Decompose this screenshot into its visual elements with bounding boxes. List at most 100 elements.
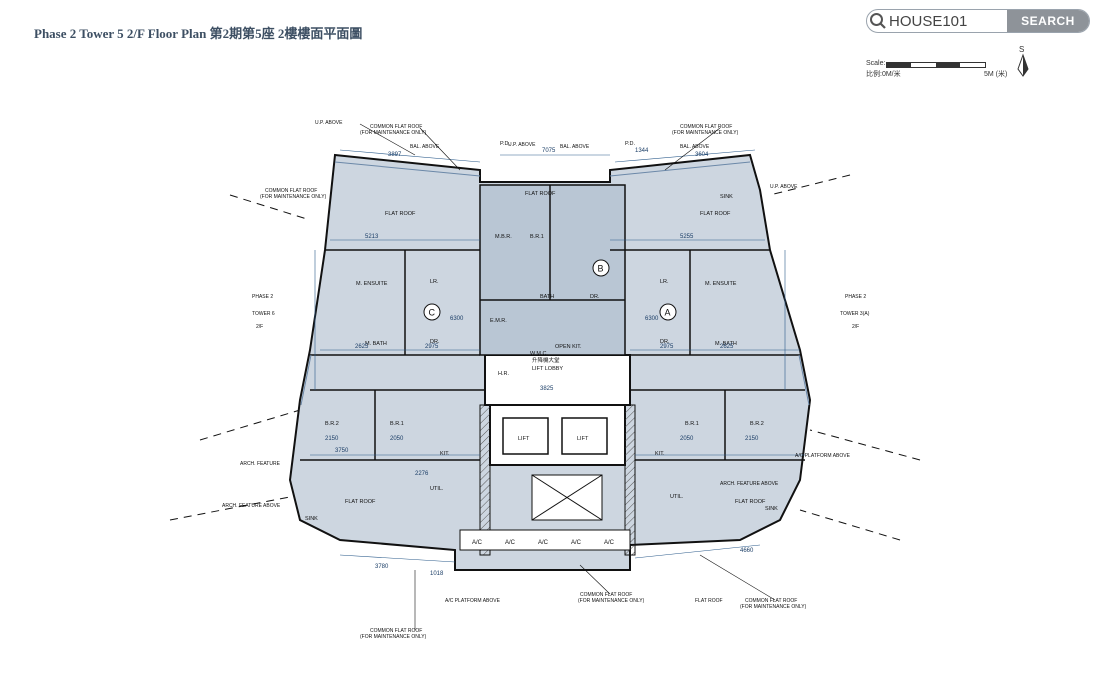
room-label: LR. bbox=[660, 279, 669, 285]
room-label: FLAT ROOF bbox=[700, 211, 731, 217]
svg-text:2/F: 2/F bbox=[256, 324, 263, 330]
svg-text:(FOR MAINTENANCE ONLY): (FOR MAINTENANCE ONLY) bbox=[360, 634, 427, 640]
svg-text:2625: 2625 bbox=[355, 344, 369, 350]
svg-text:2625: 2625 bbox=[720, 344, 734, 350]
svg-text:PHASE 2: PHASE 2 bbox=[252, 294, 273, 300]
svg-text:(FOR MAINTENANCE ONLY): (FOR MAINTENANCE ONLY) bbox=[578, 598, 645, 604]
lift-2 bbox=[561, 417, 608, 455]
search-button[interactable]: SEARCH bbox=[1007, 10, 1089, 32]
room-label: B.R.2 bbox=[750, 421, 764, 427]
svg-text:COMMON FLAT ROOF: COMMON FLAT ROOF bbox=[580, 592, 632, 598]
svg-text:COMMON FLAT ROOF: COMMON FLAT ROOF bbox=[370, 124, 422, 130]
svg-text:3897: 3897 bbox=[388, 152, 402, 158]
svg-text:COMMON FLAT ROOF: COMMON FLAT ROOF bbox=[265, 188, 317, 194]
room-label: BATH bbox=[540, 294, 554, 300]
room-label: SINK bbox=[720, 194, 733, 200]
svg-text:3750: 3750 bbox=[335, 448, 349, 454]
svg-text:A/C PLATFORM ABOVE: A/C PLATFORM ABOVE bbox=[795, 453, 851, 459]
svg-text:COMMON FLAT ROOF: COMMON FLAT ROOF bbox=[745, 598, 797, 604]
room-label: M. ENSUITE bbox=[705, 281, 737, 287]
room-label: B.R.2 bbox=[325, 421, 339, 427]
svg-text:A/C: A/C bbox=[604, 540, 615, 546]
unit-marker-a: A bbox=[659, 303, 677, 321]
svg-text:A/C: A/C bbox=[472, 540, 483, 546]
svg-text:BAL. ABOVE: BAL. ABOVE bbox=[560, 144, 590, 150]
north-arrow-icon: S bbox=[1014, 44, 1032, 78]
svg-text:(FOR MAINTENANCE ONLY): (FOR MAINTENANCE ONLY) bbox=[672, 130, 739, 136]
room-label: W.M.C. bbox=[530, 351, 548, 357]
room-label: SINK bbox=[765, 506, 778, 512]
svg-text:A/C PLATFORM ABOVE: A/C PLATFORM ABOVE bbox=[445, 598, 501, 604]
scale-end-label: 5M (米) bbox=[984, 71, 1008, 78]
room-label: LR. bbox=[430, 279, 439, 285]
svg-text:3780: 3780 bbox=[375, 564, 389, 570]
svg-text:3604: 3604 bbox=[695, 152, 709, 158]
svg-text:A/C: A/C bbox=[505, 540, 516, 546]
floor-plan: A/C A/C A/C A/C A/C bbox=[169, 120, 921, 640]
room-label: OPEN KIT. bbox=[555, 344, 582, 350]
scale-bar: Scale: 比例:0M/米 5M (米) bbox=[866, 60, 1007, 78]
svg-text:A/C: A/C bbox=[571, 540, 582, 546]
room-label: LIFT bbox=[577, 436, 589, 442]
unit-marker-c: C bbox=[423, 303, 441, 321]
svg-text:6300: 6300 bbox=[645, 316, 659, 322]
room-label: B.R.1 bbox=[685, 421, 699, 427]
room-label: KIT. bbox=[440, 451, 450, 457]
svg-text:A/C: A/C bbox=[538, 540, 549, 546]
svg-text:ARCH. FEATURE ABOVE: ARCH. FEATURE ABOVE bbox=[720, 481, 779, 487]
svg-text:ARCH. FEATURE: ARCH. FEATURE bbox=[240, 461, 281, 467]
svg-text:2050: 2050 bbox=[390, 436, 404, 442]
search-icon[interactable] bbox=[867, 10, 889, 32]
page-title: Phase 2 Tower 5 2/F Floor Plan 第2期第5座 2樓… bbox=[34, 26, 363, 41]
room-label: KIT. bbox=[655, 451, 665, 457]
svg-text:2150: 2150 bbox=[745, 436, 759, 442]
room-label: FLAT ROOF bbox=[345, 499, 376, 505]
svg-text:ARCH. FEATURE ABOVE: ARCH. FEATURE ABOVE bbox=[222, 503, 281, 509]
svg-text:U.P. ABOVE: U.P. ABOVE bbox=[770, 184, 798, 190]
svg-text:PHASE 2: PHASE 2 bbox=[845, 294, 866, 300]
room-label: 升降機大堂 bbox=[532, 356, 560, 364]
svg-text:C: C bbox=[429, 308, 436, 318]
svg-text:2150: 2150 bbox=[325, 436, 339, 442]
svg-text:2975: 2975 bbox=[660, 344, 674, 350]
room-label: UTIL. bbox=[430, 486, 444, 492]
scale-label: Scale: bbox=[866, 60, 886, 67]
svg-text:2975: 2975 bbox=[425, 344, 439, 350]
room-label: P.D. bbox=[500, 141, 510, 147]
room-label: E.M.R. bbox=[490, 318, 507, 324]
svg-text:A: A bbox=[665, 308, 671, 318]
svg-text:5213: 5213 bbox=[365, 234, 379, 240]
svg-text:7075: 7075 bbox=[542, 148, 556, 154]
svg-text:(FOR MAINTENANCE ONLY): (FOR MAINTENANCE ONLY) bbox=[260, 194, 327, 200]
scale-graphic bbox=[886, 62, 986, 68]
core-lobby bbox=[484, 354, 631, 406]
svg-text:(FOR MAINTENANCE ONLY): (FOR MAINTENANCE ONLY) bbox=[740, 604, 807, 610]
svg-text:BAL. ABOVE: BAL. ABOVE bbox=[410, 144, 440, 150]
svg-text:4660: 4660 bbox=[740, 548, 754, 554]
room-label: H.R. bbox=[498, 371, 509, 377]
svg-text:U.P. ABOVE: U.P. ABOVE bbox=[508, 142, 536, 148]
room-label: FLAT ROOF bbox=[385, 211, 416, 217]
compass-label: S bbox=[1019, 45, 1024, 54]
room-label: LIFT bbox=[518, 436, 530, 442]
svg-text:COMMON FLAT ROOF: COMMON FLAT ROOF bbox=[370, 628, 422, 634]
room-label: DR. bbox=[660, 339, 670, 345]
svg-text:2050: 2050 bbox=[680, 436, 694, 442]
svg-text:U.P. ABOVE: U.P. ABOVE bbox=[315, 120, 343, 126]
lift-1 bbox=[502, 417, 549, 455]
room-label: SINK bbox=[305, 516, 318, 522]
room-label: B.R.1 bbox=[530, 234, 544, 240]
svg-text:(FOR MAINTENANCE ONLY): (FOR MAINTENANCE ONLY) bbox=[360, 130, 427, 136]
ac-platform-row: A/C A/C A/C A/C A/C bbox=[459, 529, 631, 551]
room-label: UTIL. bbox=[670, 494, 684, 500]
svg-text:2/F: 2/F bbox=[852, 324, 859, 330]
room-label: M.B.R. bbox=[495, 234, 512, 240]
search-box: SEARCH bbox=[866, 9, 1090, 33]
unit-marker-b: B bbox=[592, 259, 610, 277]
room-label: DR. bbox=[590, 294, 600, 300]
room-label: FLAT ROOF bbox=[525, 191, 556, 197]
search-input[interactable] bbox=[889, 12, 999, 30]
svg-text:2276: 2276 bbox=[415, 471, 429, 477]
room-label: M. BATH bbox=[715, 341, 737, 347]
svg-text:TOWER 3(A): TOWER 3(A) bbox=[840, 311, 870, 317]
